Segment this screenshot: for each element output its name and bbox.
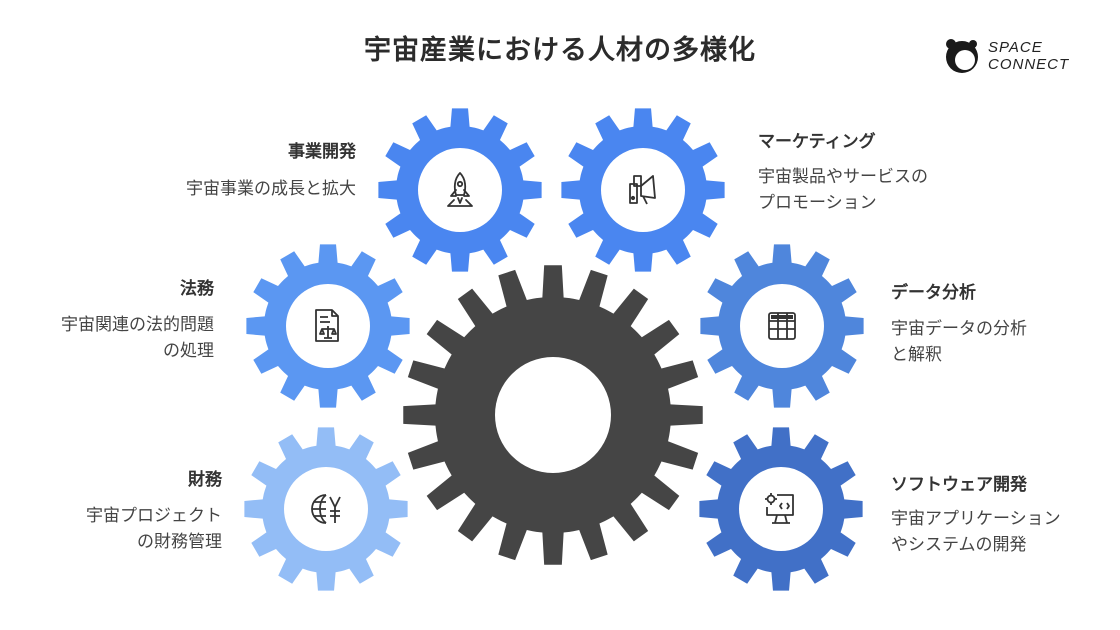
- label-legal-desc-2: の処理: [163, 341, 214, 361]
- code-monitor-icon: [765, 493, 794, 524]
- logo-text-line2: CONNECT: [988, 56, 1070, 73]
- label-legal-heading: 法務: [180, 278, 215, 299]
- label-software-desc-2: やシステムの開発: [891, 535, 1027, 555]
- spreadsheet-icon: [768, 312, 796, 340]
- label-marketing-desc-2: プロモーション: [758, 193, 877, 213]
- legal-document-icon: [315, 309, 339, 342]
- megaphone-icon: [629, 175, 656, 205]
- label-data-desc-1: 宇宙データの分析: [891, 318, 1027, 339]
- globe-yen-icon: [311, 494, 341, 524]
- gear-business-hub: [418, 148, 502, 232]
- label-business-desc-1: 宇宙事業の成長と拡大: [186, 179, 356, 199]
- label-data-heading: データ分析: [891, 282, 976, 303]
- rocket-icon: [447, 172, 473, 207]
- label-software-heading: ソフトウェア開発: [891, 474, 1028, 495]
- gear-marketing-hub: [601, 148, 685, 232]
- page-title: 宇宙産業における人材の多様化: [364, 35, 756, 66]
- label-marketing-desc-1: 宇宙製品やサービスの: [758, 167, 928, 187]
- label-data-desc-2: と解釈: [891, 345, 942, 365]
- gear-data-hub: [740, 284, 824, 368]
- center-gear-hub: [495, 357, 611, 473]
- label-business-heading: 事業開発: [288, 141, 357, 162]
- label-marketing-heading: マーケティング: [758, 131, 876, 152]
- label-finance-desc-1: 宇宙プロジェクト: [86, 506, 222, 526]
- space-connect-logo: SPACE CONNECT: [942, 34, 1092, 78]
- logo-text-line1: SPACE: [988, 39, 1043, 56]
- label-finance-heading: 財務: [187, 469, 223, 490]
- label-finance-desc-2: の財務管理: [137, 532, 222, 552]
- logo-mark-icon: [946, 39, 978, 73]
- label-software-desc-1: 宇宙アプリケーション: [891, 509, 1061, 529]
- label-legal-desc-1: 宇宙関連の法的問題: [61, 315, 214, 335]
